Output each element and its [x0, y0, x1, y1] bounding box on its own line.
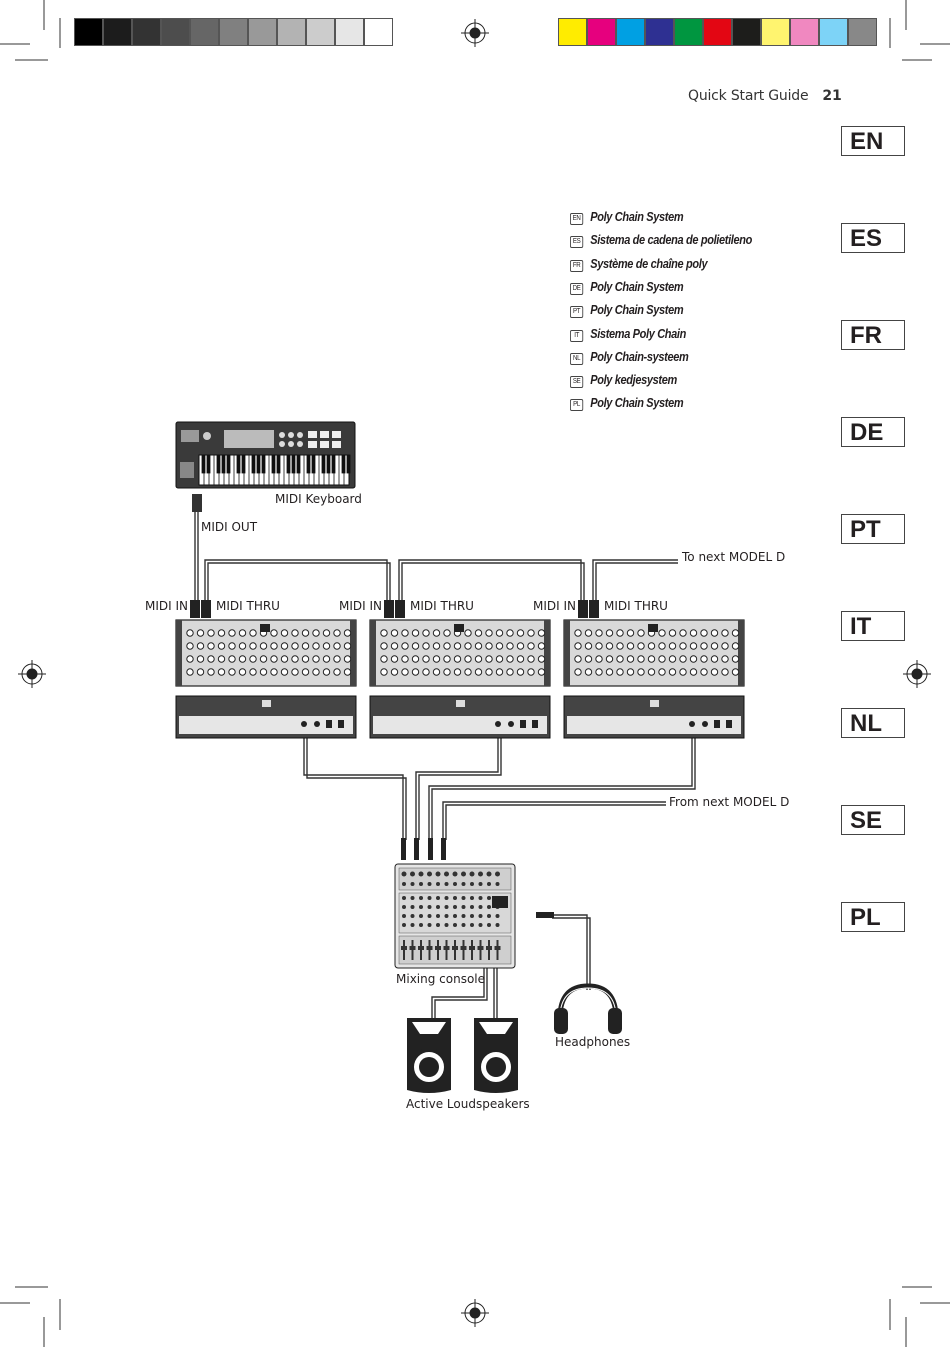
label-mixing-console: Mixing console — [396, 972, 486, 986]
registration-target-icon — [18, 19, 931, 1327]
cables — [194, 512, 696, 1018]
lang-code-badge: ES — [570, 236, 584, 248]
color-swatch — [306, 18, 335, 46]
lang-code-badge: PT — [570, 306, 584, 318]
label-headphones: Headphones — [555, 1035, 631, 1049]
guide-title: Quick Start Guide — [688, 88, 809, 104]
title-text: Poly kedjesystem — [590, 373, 677, 387]
title-text: Poly Chain System — [590, 280, 684, 294]
title-text: Poly Chain-systeem — [590, 350, 689, 364]
lang-code-badge: DE — [570, 283, 584, 295]
lang-code-badge: NL — [570, 353, 584, 365]
color-swatch — [161, 18, 190, 46]
title-it: IT Sistema Poly Chain — [570, 327, 686, 342]
color-swatch — [674, 18, 703, 46]
cable-jacks — [190, 600, 599, 918]
color-swatch — [103, 18, 132, 46]
title-nl: NL Poly Chain-systeem — [570, 350, 689, 365]
lang-code-badge: SE — [570, 376, 584, 388]
label-to-next-model-d: To next MODEL D — [682, 550, 786, 564]
lang-code-badge: EN — [570, 213, 584, 225]
color-swatch — [616, 18, 645, 46]
lang-tab-pt[interactable]: PT — [841, 514, 905, 544]
label-midi-thru: MIDI THRU — [604, 599, 668, 613]
color-swatch — [219, 18, 248, 46]
lang-code-badge: FR — [570, 260, 584, 272]
color-swatch — [190, 18, 219, 46]
lang-tab-pl[interactable]: PL — [841, 902, 905, 932]
color-swatch — [703, 18, 732, 46]
color-swatch — [364, 18, 393, 46]
label-midi-out: MIDI OUT — [201, 520, 258, 534]
color-swatch — [848, 18, 877, 46]
lang-tab-se[interactable]: SE — [841, 805, 905, 835]
color-swatch — [645, 18, 674, 46]
color-swatch — [74, 18, 103, 46]
label-midi-in: MIDI IN — [145, 599, 189, 613]
model-d-synth — [563, 619, 745, 739]
title-es: ES Sistema de cadena de polietileno — [570, 233, 752, 248]
title-text: Système de chaîne poly — [590, 257, 708, 271]
title-en: EN Poly Chain System — [570, 210, 684, 225]
lang-tab-de[interactable]: DE — [841, 417, 905, 447]
page-number: 21 — [822, 88, 842, 104]
color-swatch — [277, 18, 306, 46]
model-d-units — [175, 619, 745, 739]
model-d-synth — [175, 619, 357, 739]
title-text: Poly Chain System — [590, 303, 684, 317]
color-swatch — [558, 18, 587, 46]
label-from-next-model-d: From next MODEL D — [669, 795, 790, 809]
title-text: Poly Chain System — [590, 210, 684, 224]
label-active-loudspeakers: Active Loudspeakers — [406, 1097, 530, 1111]
title-de: DE Poly Chain System — [570, 280, 684, 295]
lang-tab-nl[interactable]: NL — [841, 708, 905, 738]
lang-tab-fr[interactable]: FR — [841, 320, 905, 350]
label-midi-in: MIDI IN — [339, 599, 383, 613]
label-midi-in: MIDI IN — [533, 599, 577, 613]
active-loudspeakers-illustration — [407, 1018, 518, 1093]
label-midi-thru: MIDI THRU — [216, 599, 280, 613]
label-midi-keyboard: MIDI Keyboard — [275, 492, 362, 506]
color-swatch — [248, 18, 277, 46]
title-pl: PL Poly Chain System — [570, 396, 684, 411]
model-d-synth — [369, 619, 551, 739]
lang-tab-en[interactable]: EN — [841, 126, 905, 156]
title-text: Sistema de cadena de polietileno — [590, 233, 752, 247]
midi-keyboard-illustration — [175, 421, 356, 512]
color-swatch — [335, 18, 364, 46]
title-pt: PT Poly Chain System — [570, 303, 684, 318]
lang-code-badge: PL — [570, 399, 584, 411]
headphones-icon — [554, 983, 622, 1034]
lang-tab-it[interactable]: IT — [841, 611, 905, 641]
label-midi-thru: MIDI THRU — [410, 599, 474, 613]
page-header: Quick Start Guide 21 — [688, 88, 842, 104]
color-swatch — [790, 18, 819, 46]
title-text: Poly Chain System — [590, 396, 684, 410]
color-swatch — [732, 18, 761, 46]
mixing-console-illustration — [394, 863, 516, 969]
title-se: SE Poly kedjesystem — [570, 373, 677, 388]
title-fr: FR Système de chaîne poly — [570, 257, 708, 272]
color-swatch — [132, 18, 161, 46]
color-swatch — [819, 18, 848, 46]
title-text: Sistema Poly Chain — [590, 327, 686, 341]
color-swatch — [761, 18, 790, 46]
color-swatch — [587, 18, 616, 46]
lang-tab-es[interactable]: ES — [841, 223, 905, 253]
lang-code-badge: IT — [570, 330, 584, 342]
